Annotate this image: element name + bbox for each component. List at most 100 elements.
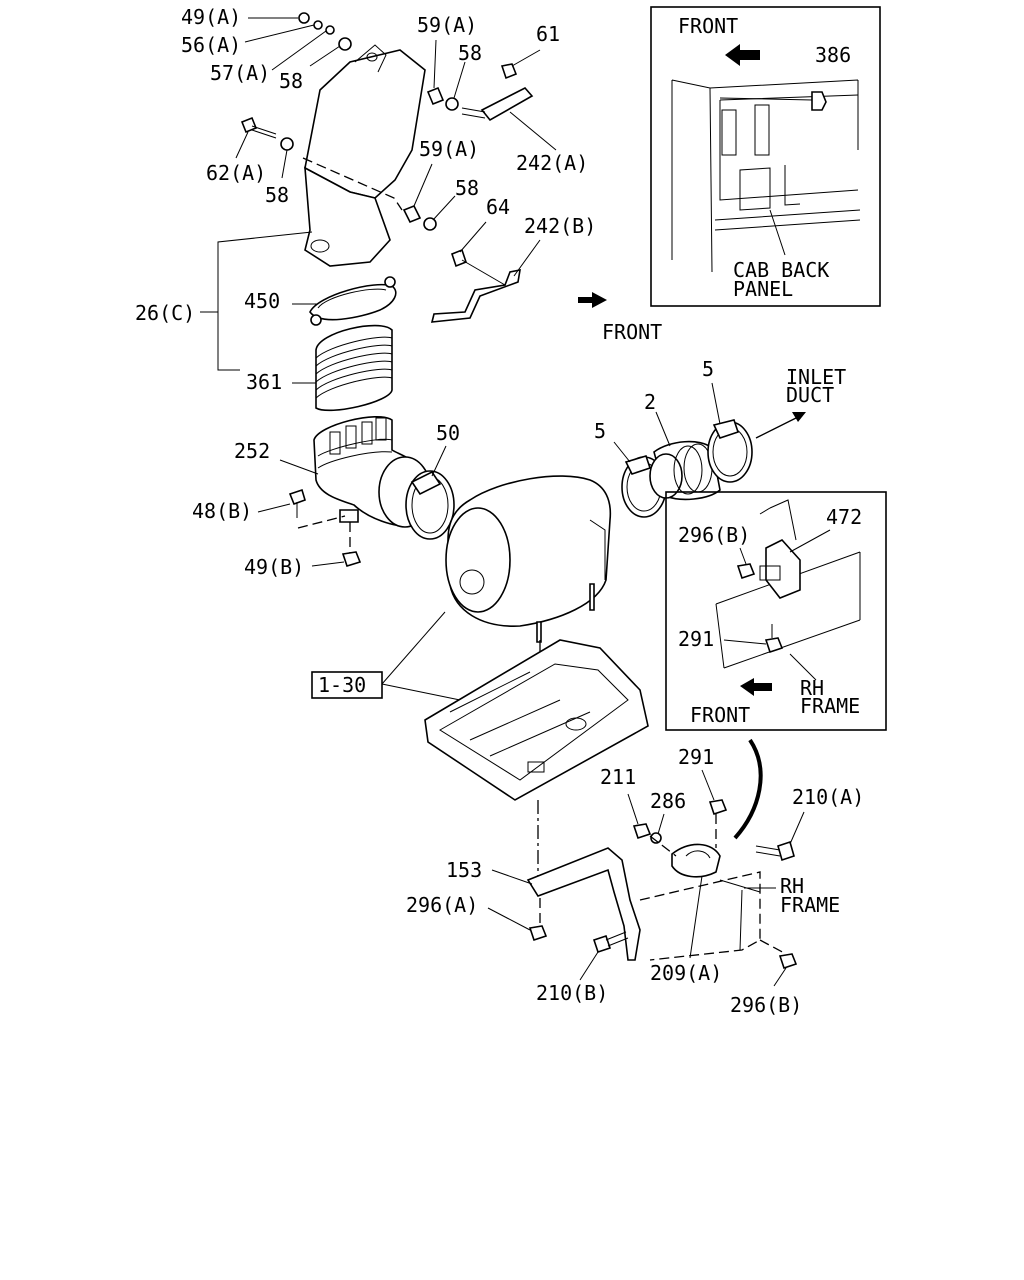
upper-fasteners [235, 12, 352, 179]
leader-rh-frame-inset [789, 653, 817, 681]
leader-57A [271, 30, 327, 71]
hose-rib-6 [315, 376, 393, 399]
cab-panel-slot-1 [721, 109, 737, 156]
callout-5a: 5 [594, 419, 606, 443]
duct-centerline [302, 157, 403, 211]
callout-58c: 58 [265, 183, 289, 207]
callout-59Aa: 59(A) [417, 13, 477, 37]
bolt-291a [764, 637, 784, 654]
clamp-450 [309, 283, 397, 321]
front-arrow-icon-main [578, 292, 607, 308]
nut-296Bb [778, 953, 798, 970]
grommet-58d [423, 217, 437, 231]
grommet-58c [280, 137, 294, 151]
leader-56A [244, 24, 315, 43]
plate-hole [565, 717, 587, 731]
hose-rib-5 [315, 368, 393, 391]
leader-49B [311, 561, 345, 567]
callout-242A: 242(A) [516, 151, 588, 175]
callout-48B: 48(B) [192, 499, 252, 523]
spacer-group [402, 39, 466, 231]
cab-panel-lower-edge [714, 209, 861, 231]
callout-box-1-30 [311, 671, 383, 699]
elbow-252-group [257, 416, 455, 567]
bolt-210B-shank [605, 931, 629, 947]
cab-panel-inner [719, 94, 859, 201]
air-cleaner-stud-right [589, 583, 595, 611]
callout-2: 2 [644, 390, 656, 414]
hose-361-body [315, 324, 393, 412]
leader-50 [431, 445, 447, 477]
clamp-450-inner [317, 288, 387, 309]
inlet-duct-arrow-icon [792, 412, 806, 422]
rh-frame-main-detail [719, 879, 761, 951]
duct-mount-hole [310, 239, 330, 253]
callout-50: 50 [436, 421, 460, 445]
leader-59Aa [433, 39, 437, 89]
air-cleaner-stud-bottom [536, 621, 542, 643]
callout-291b: 291 [678, 745, 714, 769]
leader-5b [711, 382, 721, 425]
label-inlet-line1: INLET [786, 365, 846, 389]
grommet-58b [445, 97, 459, 111]
inset-frame-mid-right [665, 491, 887, 731]
leader-209A [689, 875, 703, 959]
hose-361 [315, 324, 393, 412]
bracket-472 [765, 539, 801, 599]
bracket-242A-group [461, 49, 557, 151]
inset-cab-back-panel: FRONT 386 CAB BACK PANEL [650, 6, 881, 307]
callout-386: 386 [815, 43, 851, 67]
callout-210B: 210(B) [536, 981, 608, 1005]
leader-291a [723, 639, 767, 645]
spacer-59Aa [426, 86, 445, 106]
nut-296Bb-axis [759, 939, 787, 955]
bracket-472-slot [759, 565, 781, 581]
callout-49A: 49(A) [181, 5, 241, 29]
callout-58d: 58 [455, 176, 479, 200]
hose-rib-2 [315, 344, 393, 367]
clamp-450-screw-a [310, 314, 322, 326]
callout-296Bb: 296(B) [730, 993, 802, 1017]
leader-296Bb [773, 967, 787, 987]
callout-242B: 242(B) [524, 214, 596, 238]
bracket-242A [480, 87, 534, 122]
label-rh-frame-inset-line1: RH [800, 676, 824, 700]
hose-assembly-26C [200, 231, 397, 412]
label-cab-back-line1: CAB BACK [733, 258, 829, 282]
duct-top-bracket [354, 44, 387, 73]
bolt-210A [777, 840, 795, 862]
leader-296Ba [739, 547, 747, 565]
inset-connector-curve [733, 738, 763, 840]
plate-tab [527, 761, 545, 773]
callout-286: 286 [650, 789, 686, 813]
callout-472: 472 [826, 505, 862, 529]
duct-top-hole [366, 52, 378, 62]
callout-58b: 58 [458, 41, 482, 65]
air-cleaner-inlet-stub [589, 519, 606, 580]
clamp-5b-screw [712, 419, 740, 439]
bracket-153 [526, 847, 641, 961]
leader-252 [279, 459, 319, 475]
elbow-mount-axis [297, 515, 351, 556]
elbow-slot-2 [345, 425, 357, 449]
hose-rib-3 [315, 352, 393, 375]
label-front-inset-right: FRONT [690, 703, 750, 727]
bolt-210B [592, 934, 612, 954]
bolt-291b [708, 799, 728, 816]
callout-49B: 49(B) [244, 555, 304, 579]
bolt-386 [811, 91, 827, 111]
callout-57A: 57(A) [210, 61, 270, 85]
leader-1-30-b [381, 683, 461, 701]
mounting-plate [424, 639, 649, 801]
label-front-inset-top: FRONT [678, 14, 738, 38]
label-rh-frame-main-line1: RH [780, 874, 804, 898]
label-cab-back-line2: PANEL [733, 277, 793, 301]
bolt-62A-head [240, 116, 258, 134]
bolt-62A-shank [251, 125, 277, 139]
nut-49A [298, 12, 310, 24]
bolt-61 [500, 63, 518, 80]
elbow-slot-1 [329, 431, 341, 455]
leader-5a [613, 441, 631, 463]
nut-296A [528, 925, 548, 942]
callout-58a: 58 [279, 69, 303, 93]
